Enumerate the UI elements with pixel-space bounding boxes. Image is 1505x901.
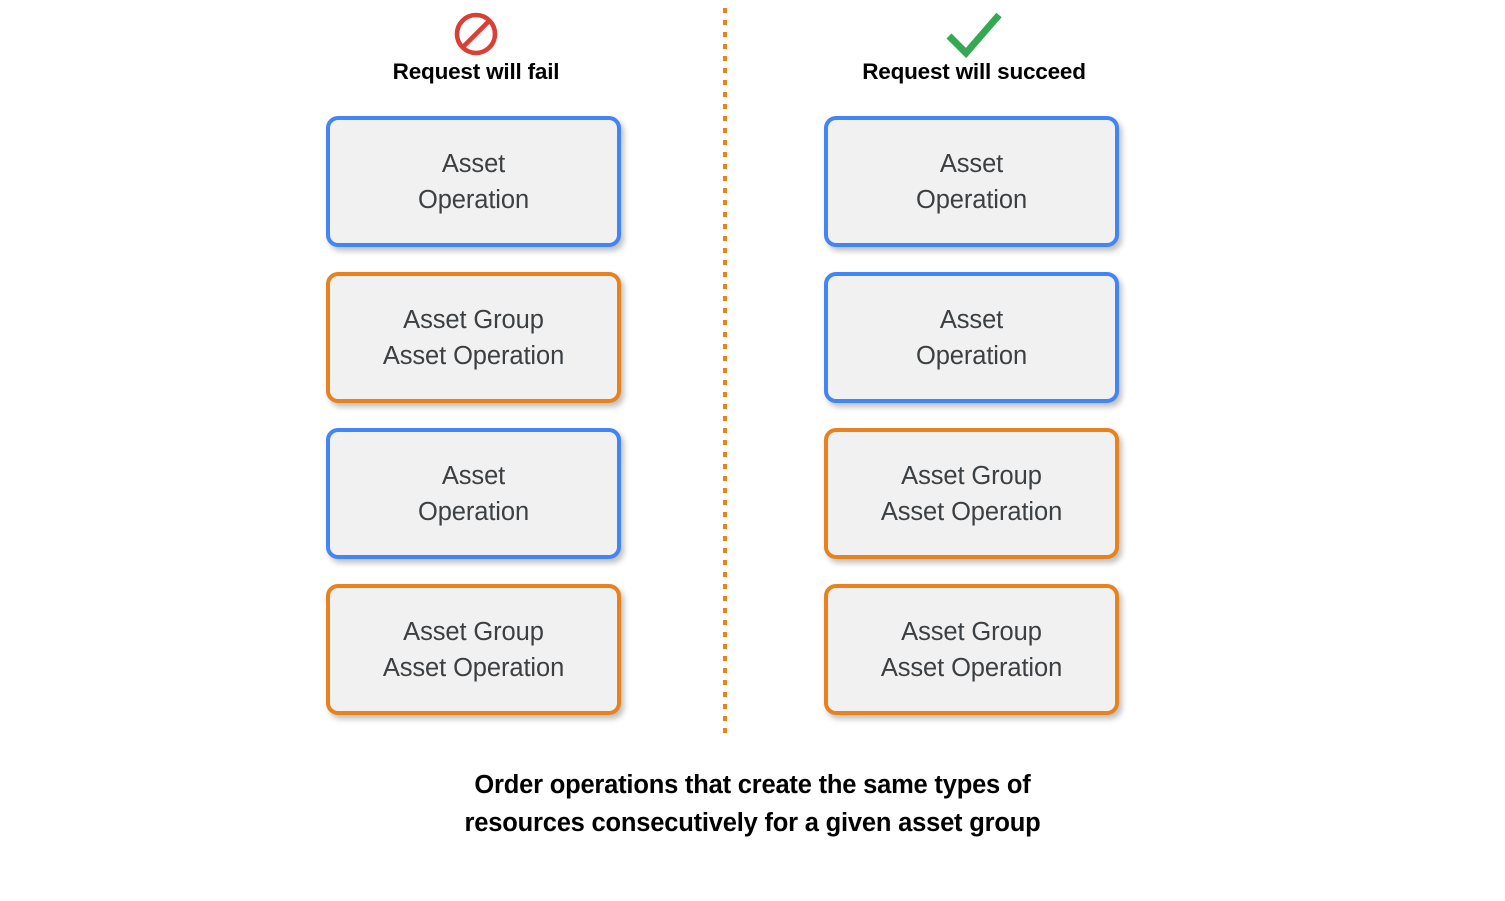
column-succeed-card-stack: Asset Operation Asset Operation Asset Gr… [824,116,1124,715]
column-succeed: Request will succeed Asset Operation Ass… [824,8,1124,715]
card-line-primary: Asset Group [901,461,1042,490]
card-line-secondary: Asset Operation [880,653,1063,682]
operation-card[interactable]: Asset Group Asset Operation [824,584,1119,715]
check-icon [943,8,1005,60]
operation-card[interactable]: Asset Operation [824,272,1119,403]
operation-card[interactable]: Asset Operation [326,428,621,559]
diagram-caption: Order operations that create the same ty… [0,766,1505,842]
card-line-secondary: Operation [417,497,530,526]
card-line-secondary: Asset Operation [382,341,565,370]
comparison-columns: Request will fail Asset Operation Asset … [326,8,1124,715]
card-line-primary: Asset Group [403,305,544,334]
operation-card[interactable]: Asset Group Asset Operation [824,428,1119,559]
operation-card[interactable]: Asset Operation [326,116,621,247]
column-succeed-title: Request will succeed [862,59,1086,84]
column-succeed-header: Request will succeed [824,8,1124,100]
column-fail-header: Request will fail [326,8,626,100]
column-fail: Request will fail Asset Operation Asset … [326,8,626,715]
prohibited-icon [452,8,500,60]
card-line-secondary: Asset Operation [880,497,1063,526]
column-divider [723,8,727,738]
card-line-primary: Asset [441,149,506,178]
card-line-primary: Asset Group [403,617,544,646]
card-line-primary: Asset [939,149,1004,178]
card-line-primary: Asset [939,305,1004,334]
card-line-secondary: Operation [915,341,1028,370]
card-line-secondary: Operation [417,185,530,214]
card-line-primary: Asset [441,461,506,490]
caption-line-1: Order operations that create the same ty… [474,771,1031,799]
column-fail-title: Request will fail [392,59,560,84]
card-line-primary: Asset Group [901,617,1042,646]
card-line-secondary: Asset Operation [382,653,565,682]
operation-card[interactable]: Asset Group Asset Operation [326,272,621,403]
card-line-secondary: Operation [915,185,1028,214]
column-fail-card-stack: Asset Operation Asset Group Asset Operat… [326,116,626,715]
operation-card[interactable]: Asset Operation [824,116,1119,247]
operation-card[interactable]: Asset Group Asset Operation [326,584,621,715]
caption-line-2: resources consecutively for a given asse… [464,809,1041,837]
